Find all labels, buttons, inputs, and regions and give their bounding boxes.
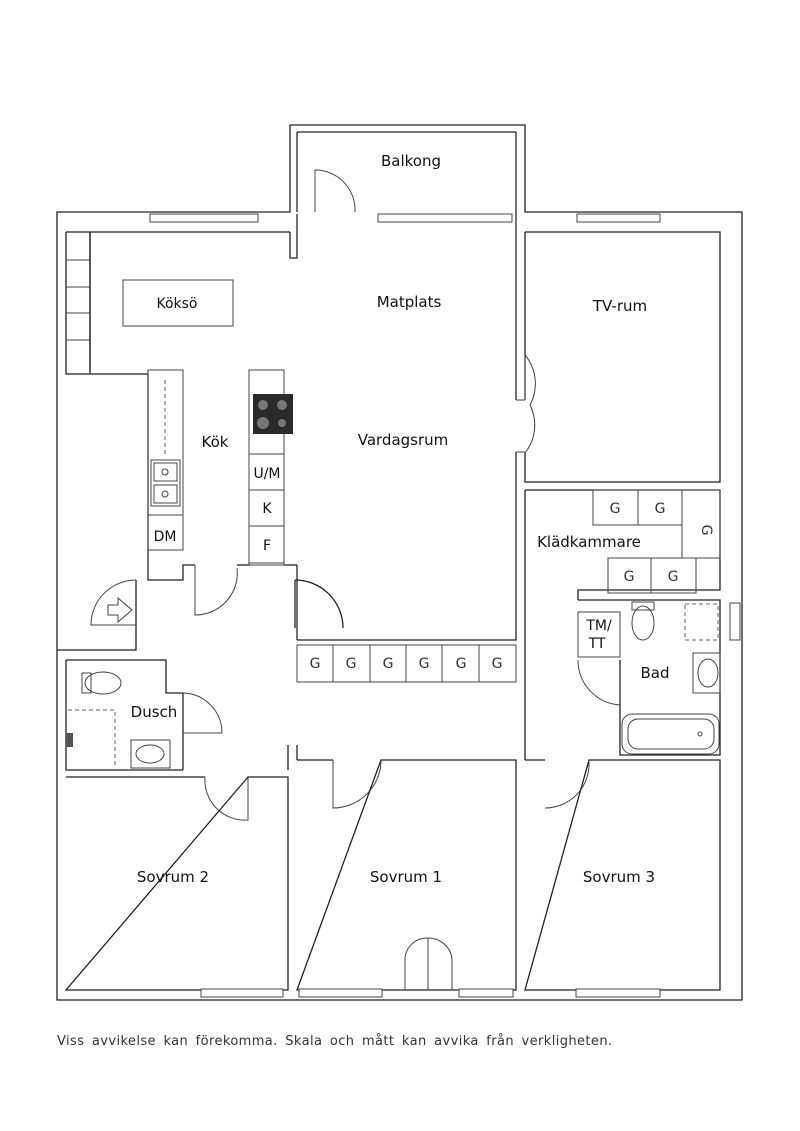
bad-label: Bad [640,664,669,682]
tm-label: TM/ [585,618,612,634]
wardrobe-area: G G G G G Klädkammare [524,489,721,760]
vardagsrum-label: Vardagsrum [358,431,449,449]
hall-wardrobes: G G G G G G [296,644,517,683]
tv-rum-label: TV-rum [592,297,647,315]
sovrum3-label: Sovrum 3 [583,868,655,886]
kladkammare-label: Klädkammare [537,533,641,551]
koksö-label: Köksö [156,296,197,312]
g-label: G [419,656,430,672]
g-label: G [624,569,635,585]
g-label: G [698,525,714,536]
g-label: G [492,656,503,672]
shower-room: Dusch [65,659,223,771]
k-label: K [262,501,272,517]
outer-walls [56,124,743,1001]
tt-label: TT [588,636,606,652]
dusch-label: Dusch [131,703,178,721]
g-label: G [610,501,621,517]
sovrum2-label: Sovrum 2 [137,868,209,886]
kitchen-island: Köksö [122,279,234,327]
matplats-label: Matplats [377,293,442,311]
sovrum1-label: Sovrum 1 [370,868,442,886]
hall-walls [57,564,344,651]
dm-label: DM [154,529,177,545]
balkong-label: Balkong [381,152,441,170]
balcony: Balkong [314,152,513,223]
g-label: G [668,569,679,585]
g-label: G [383,656,394,672]
g-label: G [346,656,357,672]
g-label: G [655,501,666,517]
g-label: G [310,656,321,672]
bathroom: TM/ TT Bad [577,599,741,756]
bedrooms: Sovrum 2 Sovrum 1 Sovrum 3 [64,745,721,998]
kitchen-counter-right: U/M K F [248,369,293,566]
um-label: U/M [253,466,280,482]
left-kitchen-storage [65,232,149,570]
g-label: G [456,656,467,672]
window [576,213,661,223]
tv-room: TV-rum [516,231,721,483]
f-label: F [263,538,271,554]
disclaimer: Viss avvikelse kan förekomma. Skala och … [57,1034,613,1049]
window [149,213,259,223]
living-walls [284,232,517,641]
kok-label: Kök [202,433,229,451]
kitchen-counter-left: DM [147,369,184,551]
